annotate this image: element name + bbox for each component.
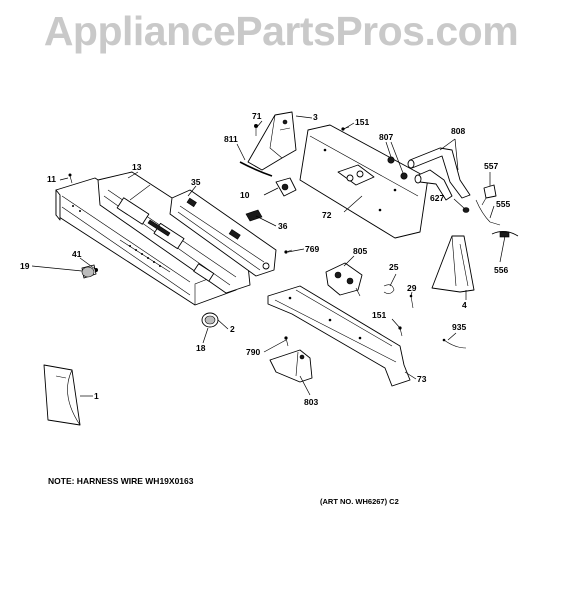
callout-4: 4 [462,300,467,310]
part-19-knob[interactable] [81,264,97,279]
part-72-backsplash[interactable] [299,124,429,239]
part-73-mounting-bracket[interactable] [267,285,411,387]
callout-labels: 1 2 3 4 10 11 13 18 19 25 29 35 36 41 71… [20,111,510,407]
callout-807: 807 [379,132,393,142]
part-36-clip[interactable] [245,209,263,222]
callout-769: 769 [305,244,319,254]
part-2-control-housing[interactable] [97,171,251,294]
callout-557: 557 [484,161,498,171]
callout-803: 803 [304,397,318,407]
callout-19: 19 [20,261,30,271]
callout-2: 2 [230,324,235,334]
callout-151-top: 151 [355,117,369,127]
part-35-board[interactable] [169,189,277,277]
part-11-screw[interactable] [68,173,73,184]
part-29-clip[interactable] [409,294,414,309]
callout-556: 556 [494,265,508,275]
leader-lines [31,115,506,397]
callout-627: 627 [430,193,444,203]
art-number: (ART NO. WH6267) C2 [320,497,399,506]
part-803-bracket[interactable] [269,349,313,383]
callout-41: 41 [72,249,82,259]
watermark-text: AppliancePartsPros.com [43,8,519,54]
part-811-wire[interactable] [239,161,273,177]
callout-35: 35 [191,177,201,187]
part-151-screw-lower[interactable] [398,326,403,337]
part-1-manual[interactable] [43,364,81,426]
callout-1: 1 [94,391,99,401]
callout-11: 11 [47,174,56,184]
callout-151-lower: 151 [372,310,386,320]
part-935-wire[interactable] [442,338,467,349]
part-555-harness[interactable] [475,199,501,226]
callout-36: 36 [278,221,288,231]
callout-10: 10 [240,190,250,200]
callout-935: 935 [452,322,466,332]
callout-805: 805 [353,246,367,256]
callout-18: 18 [196,343,206,353]
part-805-valve[interactable] [325,262,363,297]
callout-25: 25 [389,262,399,272]
part-769-screw[interactable] [284,249,293,254]
harness-note: NOTE: HARNESS WIRE WH19X0163 [48,476,194,486]
part-790-screw[interactable] [284,336,289,347]
part-808-hoses[interactable] [407,147,471,201]
part-151-screw-top[interactable] [341,126,350,131]
callout-71: 71 [252,111,262,121]
part-4-endcap[interactable] [431,235,475,293]
callout-808: 808 [451,126,465,136]
part-25-clamp[interactable] [383,284,395,294]
part-10-switch[interactable] [275,177,297,197]
callout-811: 811 [224,134,238,144]
callout-13: 13 [132,162,142,172]
callout-72: 72 [322,210,332,220]
callout-73: 73 [417,374,427,384]
callout-790: 790 [246,347,260,357]
part-557-sensor[interactable] [481,184,497,206]
part-71-screw[interactable] [254,124,258,136]
callout-3: 3 [313,112,318,122]
part-18-knob[interactable] [201,312,219,328]
part-3-bracket[interactable] [247,111,297,171]
callout-555: 555 [496,199,510,209]
callout-29: 29 [407,283,417,293]
